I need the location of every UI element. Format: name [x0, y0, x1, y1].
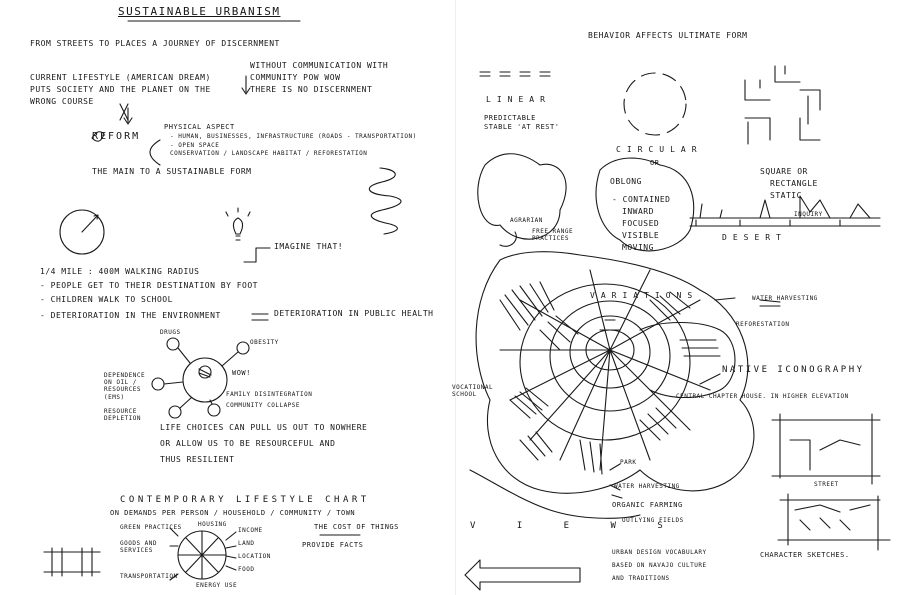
provide-facts: Provide facts	[302, 541, 364, 549]
wheel-green: Green practices	[120, 524, 182, 531]
contained-5: moving	[622, 243, 654, 252]
life-choices-1: Life choices can pull us out to nowhere	[160, 423, 368, 432]
contained-3: focused	[622, 219, 660, 228]
deterioration-environment: - Deterioration in the environment	[40, 311, 221, 320]
right-title: Behavior affects ultimate form	[588, 31, 748, 40]
aspect-2: - open space	[170, 142, 220, 149]
chart-title: Contemporary Lifestyle Chart	[120, 495, 370, 505]
walking-radius: 1/4 mile : 400m walking radius	[40, 267, 200, 276]
predictable-label: Predictable stable 'at rest'	[484, 114, 560, 132]
aspect-1: - human, businesses, infrastructure (roa…	[170, 133, 417, 140]
left-subtitle: From streets to places a journey of disc…	[30, 39, 280, 48]
water-harvesting-bottom: Water harvesting	[614, 483, 680, 490]
square-2: rectangle	[770, 179, 818, 188]
linear-label: Linear	[486, 95, 551, 104]
inquiry-label: Inquiry	[794, 211, 823, 218]
wheel-income: Income	[238, 527, 263, 534]
character-sketches: Character sketches.	[760, 551, 850, 559]
aspect-3: conservation / landscape habitat / refor…	[170, 150, 368, 157]
desert-label: Desert	[722, 233, 787, 242]
vocational-label: Vocational school	[452, 384, 494, 399]
physical-aspect: Physical aspect	[164, 123, 235, 131]
wheel-goods: Goods and services	[120, 540, 158, 555]
lifestyle-line-2: puts society and the planet on the	[30, 85, 211, 94]
square-1: Square or	[760, 167, 808, 176]
chart-subtitle: on demands per person / household / comm…	[110, 509, 356, 517]
views-label: V I E W S	[470, 521, 681, 531]
circular-label: Circular	[616, 145, 703, 154]
contained-1: - contained	[612, 195, 671, 204]
contained-4: visible	[622, 231, 660, 240]
without-line-1: Without communication with	[250, 61, 389, 70]
label-obesity: Obesity	[250, 339, 279, 346]
bullet-1: - people get to their destination by foo…	[40, 281, 258, 290]
wheel-land: Land	[238, 540, 255, 547]
main-path: The main to a sustainable form	[92, 167, 252, 176]
reform-label: Reform	[92, 131, 141, 142]
variations-label: Variations	[590, 291, 699, 300]
label-drugs: Drugs	[160, 329, 181, 336]
free-range-label: free range practices	[532, 228, 574, 243]
imagine-label: Imagine that!	[274, 242, 344, 251]
organic-farming: Organic farming	[612, 501, 683, 509]
vocabulary-1: Urban design vocabulary	[612, 549, 707, 556]
label-wow: Wow!	[232, 369, 251, 377]
label-depletion: Resource depletion	[104, 408, 142, 423]
without-line-3: there is no discernment	[250, 85, 373, 94]
vocabulary-2: based on Navajo culture	[612, 562, 707, 569]
reforestation-label: Reforestation	[736, 321, 790, 328]
without-line-2: community pow wow	[250, 73, 341, 82]
wheel-food: Food	[238, 566, 255, 573]
park-label: Park	[620, 459, 637, 466]
square-3: static	[770, 191, 802, 200]
oblong-label: Oblong	[610, 177, 642, 186]
bullet-2: - children walk to school	[40, 295, 173, 304]
agrarian-label: Agrarian	[510, 217, 543, 224]
lifestyle-line-1: Current lifestyle (American Dream)	[30, 73, 211, 82]
right-sketch-lines	[464, 65, 891, 591]
life-choices-2: or allow us to be resourceful and	[160, 439, 336, 448]
label-dependence: Dependence on oil / resources (ems)	[104, 372, 146, 401]
central-chapter: Central chapter house. In higher elevati…	[676, 393, 849, 400]
wheel-location: Location	[238, 553, 271, 560]
street-label: Street	[814, 481, 839, 488]
left-sketch-lines	[43, 20, 402, 581]
left-title: Sustainable Urbanism	[118, 5, 281, 18]
label-community: Community collapse	[226, 402, 301, 409]
native-iconography: Native Iconography	[722, 365, 865, 375]
contained-2: inward	[622, 207, 654, 216]
cost-of-things: The cost of things	[314, 523, 399, 531]
life-choices-3: thus resilient	[160, 455, 235, 464]
wheel-energy: Energy use	[196, 582, 238, 589]
deterioration-health: Deterioration in public health	[274, 309, 434, 318]
wheel-housing: Housing	[198, 521, 227, 528]
wheel-transport: Transportation	[120, 573, 178, 580]
lifestyle-line-3: wrong course	[30, 97, 94, 106]
label-family: Family disintegration	[226, 391, 313, 398]
page-gutter	[455, 0, 456, 595]
vocabulary-3: and traditions	[612, 575, 670, 582]
or-label: or	[650, 159, 660, 167]
outlying-fields: Outlying fields	[622, 517, 684, 524]
water-harvesting-top: Water harvesting	[752, 295, 818, 302]
